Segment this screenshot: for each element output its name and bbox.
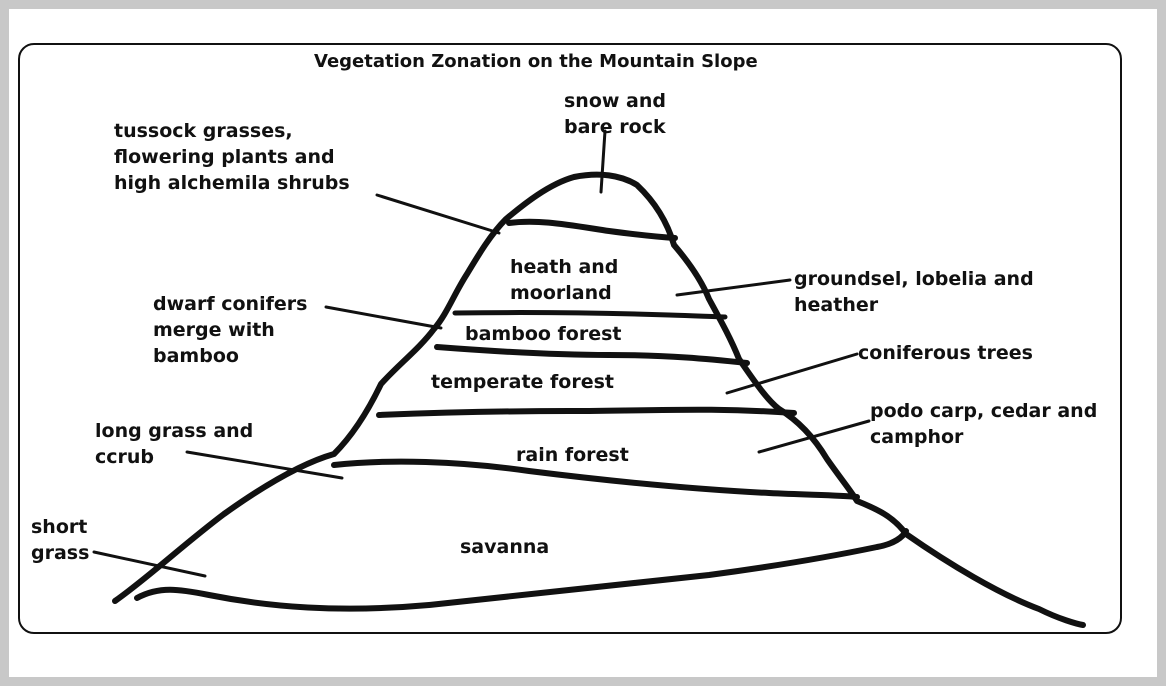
callout-groundsel-line-2: heather <box>794 294 879 316</box>
callout-tussock-line-3: high alchemila shrubs <box>114 172 350 194</box>
leader-groundsel <box>675 278 792 297</box>
leader-podo <box>757 419 871 454</box>
leader-short-grass <box>92 550 207 578</box>
zone-label-bamboo: bamboo forest <box>465 323 622 345</box>
zone-label-savanna: savanna <box>460 536 550 558</box>
callout-dwarf-line-1: dwarf conifers <box>153 293 308 315</box>
callout-dwarf-line-2: merge with <box>153 319 275 341</box>
diagram-canvas: Vegetation Zonation on the Mountain Slop… <box>9 9 1157 677</box>
callout-short-grass-line-1: short <box>31 516 88 538</box>
callout-short-grass: short grass <box>31 514 89 566</box>
callout-tussock: tussock grasses, flowering plants and hi… <box>114 118 350 196</box>
boundary-rain <box>331 458 860 500</box>
callout-groundsel-line-1: groundsel, lobelia and <box>794 268 1034 290</box>
boundary-summit <box>506 218 678 241</box>
mountain-diagram <box>92 129 1086 628</box>
leader-tussock <box>375 193 501 235</box>
diagram-title: Vegetation Zonation on the Mountain Slop… <box>314 51 758 72</box>
callout-long-grass: long grass and ccrub <box>95 418 253 470</box>
boundary-heath <box>452 310 728 320</box>
zone-label-rain: rain forest <box>516 444 629 466</box>
zone-label-summit: snow and bare rock <box>564 88 666 140</box>
boundary-temperate <box>376 406 797 418</box>
callout-podo-carp: podo carp, cedar and camphor <box>870 398 1097 450</box>
callout-short-grass-line-2: grass <box>31 542 90 564</box>
leader-long-grass <box>185 450 344 480</box>
zone-label-heath-line-2: moorland <box>510 282 612 304</box>
zone-label-summit-line-2: bare rock <box>564 116 666 138</box>
callout-tussock-line-1: tussock grasses, <box>114 120 293 142</box>
callout-groundsel: groundsel, lobelia and heather <box>794 266 1034 318</box>
callout-tussock-line-2: flowering plants and <box>114 146 335 168</box>
zone-label-summit-line-1: snow and <box>564 90 667 112</box>
callout-coniferous: coniferous trees <box>858 342 1033 364</box>
callout-dwarf-conifers: dwarf conifers merge with bamboo <box>153 291 307 369</box>
callout-long-grass-line-1: long grass and <box>95 420 254 442</box>
leader-coniferous <box>725 352 859 395</box>
callout-dwarf-line-3: bamboo <box>153 345 239 367</box>
leader-dwarf <box>324 305 443 330</box>
callout-long-grass-line-2: ccrub <box>95 446 155 468</box>
mountain-outline <box>112 171 1086 628</box>
zone-label-heath-line-1: heath and <box>510 256 619 278</box>
boundary-bamboo <box>434 344 750 366</box>
boundary-savanna <box>134 528 909 612</box>
leader-summit <box>599 129 607 194</box>
diagram-frame <box>18 43 1122 634</box>
zone-label-heath: heath and moorland <box>510 254 618 306</box>
zone-label-temperate: temperate forest <box>431 371 614 393</box>
callout-podo-line-2: camphor <box>870 426 964 448</box>
callout-podo-line-1: podo carp, cedar and <box>870 400 1098 422</box>
